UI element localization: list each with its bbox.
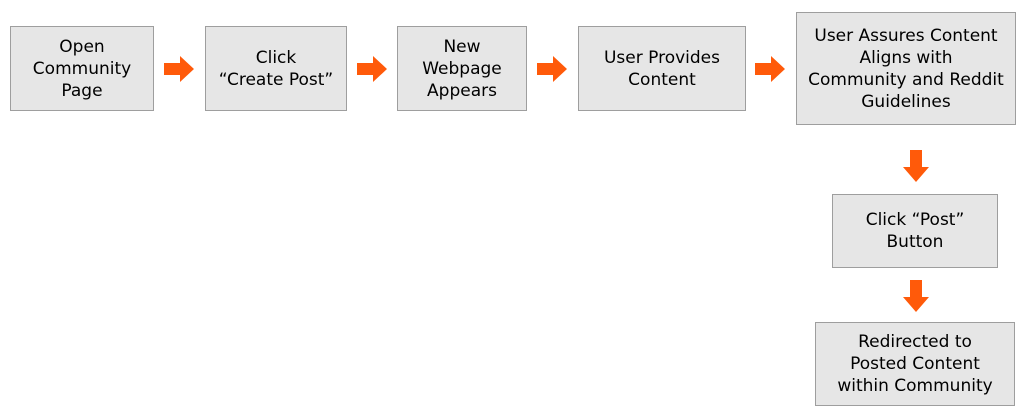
arrow-right-icon xyxy=(357,56,387,82)
step-redirected-to-posted-content: Redirected to Posted Content within Comm… xyxy=(815,322,1015,406)
step-label: User Assures Content Aligns with Communi… xyxy=(808,25,1004,112)
step-new-webpage-appears: New Webpage Appears xyxy=(397,26,527,111)
step-label: Redirected to Posted Content within Comm… xyxy=(837,332,993,396)
step-open-community-page: Open Community Page xyxy=(10,26,154,111)
step-click-post-button: Click “Post” Button xyxy=(832,194,998,268)
arrow-down-icon xyxy=(903,150,929,182)
step-label: New Webpage Appears xyxy=(422,36,502,101)
step-label: Open Community Page xyxy=(32,36,132,101)
arrow-right-icon xyxy=(755,56,785,82)
step-user-provides-content: User Provides Content xyxy=(578,26,746,111)
step-user-assures-content: User Assures Content Aligns with Communi… xyxy=(796,12,1016,125)
step-label: Click “Post” Button xyxy=(865,210,965,252)
arrow-right-icon xyxy=(164,56,194,82)
arrow-down-icon xyxy=(903,280,929,312)
arrow-right-icon xyxy=(537,56,567,82)
step-label: User Provides Content xyxy=(603,47,720,90)
step-label: Click “Create Post” xyxy=(218,47,334,90)
step-click-create-post: Click “Create Post” xyxy=(205,26,347,111)
